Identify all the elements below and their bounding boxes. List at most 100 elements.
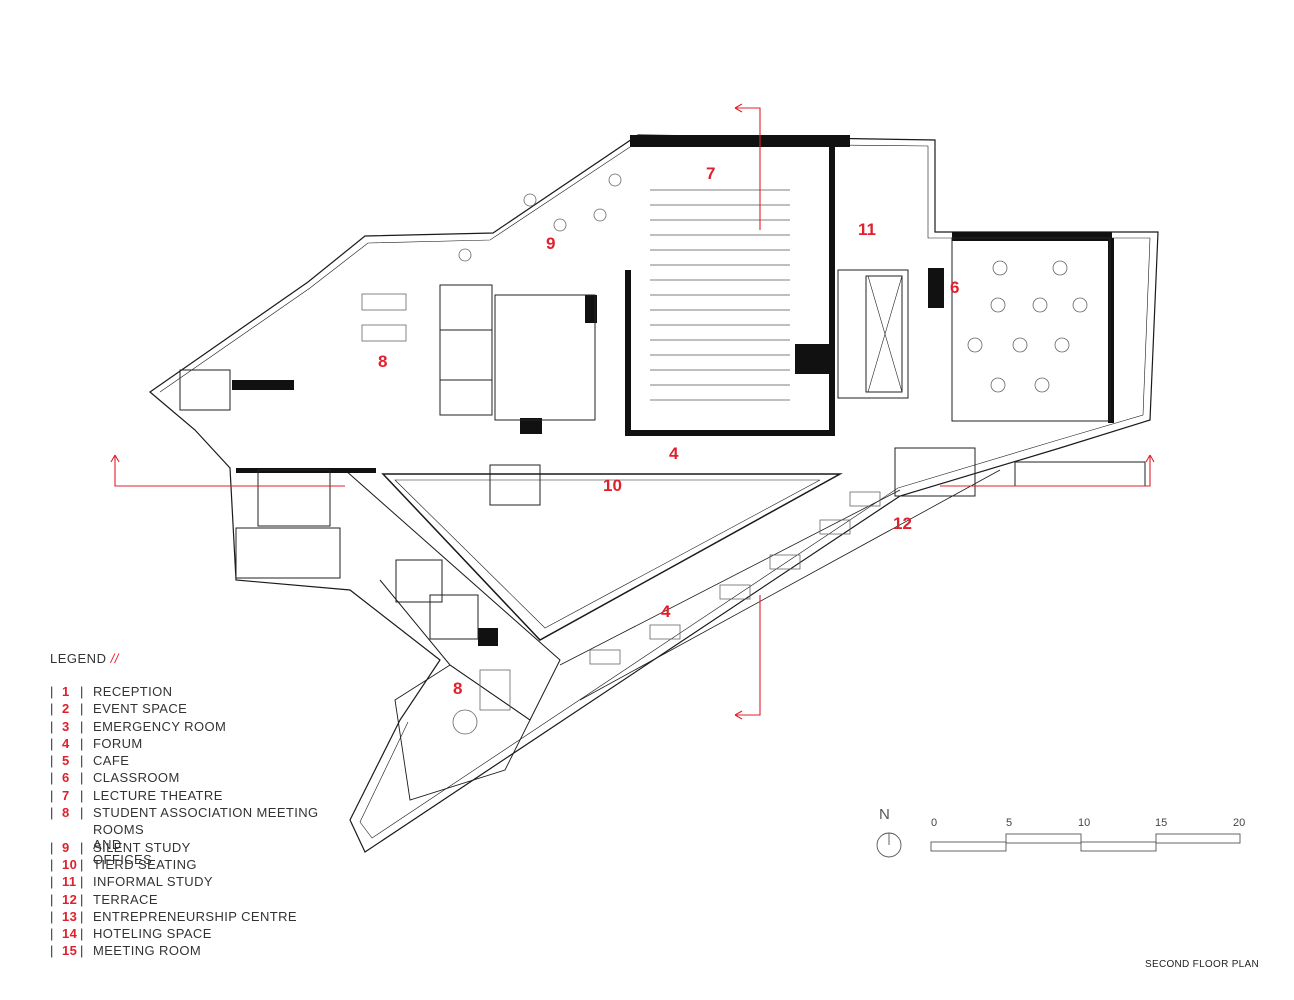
stair-hatch (867, 275, 903, 393)
stair-core-north (232, 380, 294, 390)
classroom-north-wall (952, 232, 1112, 241)
legend-number: 10 (62, 856, 78, 872)
classroom-east-wall (1108, 238, 1114, 423)
south-wing-room (394, 664, 531, 801)
legend-divider: | (80, 684, 84, 699)
table (523, 193, 537, 207)
atrium-void-inner (394, 479, 821, 629)
south-terrace-edge-2 (579, 469, 1001, 701)
theatre-east-wall (829, 147, 835, 435)
table (1054, 337, 1070, 353)
legend-room-name: EMERGENCY ROOM (93, 718, 227, 734)
legend-number: 15 (62, 943, 78, 959)
scale-label: 20 (1233, 817, 1246, 829)
north-label: N (879, 806, 890, 823)
table (452, 709, 478, 735)
legend-divider: | (50, 684, 54, 699)
room-label-silent-study: 9 (546, 234, 556, 253)
legend-number: 8 (62, 805, 70, 821)
bench (649, 624, 681, 640)
building-outline-inner (159, 142, 1151, 839)
legend-divider: | (50, 805, 54, 821)
study-room (395, 559, 443, 603)
legend-divider: | (50, 701, 54, 717)
bench (819, 519, 851, 535)
legend-number: 1 (62, 684, 70, 699)
theatre-west-wall (625, 270, 631, 435)
room-label-student-association-north: 8 (378, 352, 388, 371)
legend-room-name: HOTELING SPACE (93, 926, 212, 942)
legend-divider: | (50, 787, 54, 803)
legend-divider: | (50, 753, 54, 769)
legend-number: 14 (62, 926, 78, 942)
room-label-lecture-theatre: 7 (706, 164, 716, 183)
toilets (257, 469, 331, 527)
section-cut-vertical (735, 107, 761, 230)
legend-room-name-continued: ROOMS AND OFFICES (93, 822, 153, 868)
study-room (429, 594, 479, 640)
legend-title-text: LEGEND (50, 651, 107, 666)
plan-title: SECOND FLOOR PLAN (1145, 959, 1260, 970)
legend-number: 12 (62, 891, 78, 907)
building-outline (149, 134, 1159, 853)
legend-divider: | (50, 908, 54, 924)
legend-divider: | (80, 718, 84, 734)
scale-label: 10 (1078, 817, 1091, 829)
legend-room-name: CLASSROOM (93, 770, 180, 786)
scale-segment (1155, 833, 1241, 844)
offices-block (439, 284, 493, 416)
legend-divider: | (80, 787, 84, 803)
scale-segment (1005, 833, 1082, 844)
section-cut-west-arrow (110, 454, 120, 463)
legend-divider: | (80, 701, 84, 717)
legend-number: 7 (62, 787, 70, 803)
table (990, 377, 1006, 393)
table (1032, 297, 1048, 313)
legend-room-name: STUDENT ASSOCIATION MEETING (93, 805, 319, 821)
stair-void (865, 275, 903, 393)
legend-divider: | (80, 839, 84, 855)
table (1052, 260, 1068, 276)
legend-number: 5 (62, 753, 70, 769)
section-cut-south-arrow (734, 710, 743, 720)
table (992, 260, 1008, 276)
legend-divider: | (80, 874, 84, 890)
table (553, 218, 567, 232)
legend-divider: | (50, 874, 54, 890)
legend-divider: | (80, 908, 84, 924)
room-label-forum-south: 4 (661, 602, 671, 621)
bench (589, 649, 621, 665)
east-stair-core (894, 447, 976, 497)
lift-core (585, 295, 597, 323)
legend-divider: | (50, 891, 54, 907)
legend-divider: | (80, 805, 84, 821)
table (1072, 297, 1088, 313)
section-cut-south (735, 595, 761, 716)
informal-study-stair (837, 269, 909, 399)
legend-divider: | (80, 735, 84, 751)
room-label-student-association-south: 8 (453, 679, 463, 698)
legend-divider: | (80, 753, 84, 769)
tiered-seating-lift (489, 464, 541, 506)
atrium-void (381, 473, 843, 641)
legend-divider: | (50, 735, 54, 751)
legend-room-name: SILENT STUDY (93, 839, 191, 855)
table (593, 208, 607, 222)
table (608, 173, 622, 187)
south-terrace-edge (559, 489, 901, 666)
bench (849, 491, 881, 507)
legend-room-name: EVENT SPACE (93, 701, 188, 717)
section-cut-vertical-arrow (734, 103, 743, 113)
legend-room-name: ENTREPRENEURSHIP CENTRE (93, 908, 297, 924)
legend-divider: | (50, 718, 54, 734)
desk (479, 669, 511, 711)
section-cut-east-arrow (1145, 454, 1155, 463)
legend-divider: | (80, 770, 84, 786)
legend-number: 9 (62, 839, 70, 855)
legend-divider: | (80, 891, 84, 907)
desk (361, 293, 407, 311)
table (990, 297, 1006, 313)
office-core-block (520, 418, 542, 434)
scale-segment (1080, 841, 1157, 852)
